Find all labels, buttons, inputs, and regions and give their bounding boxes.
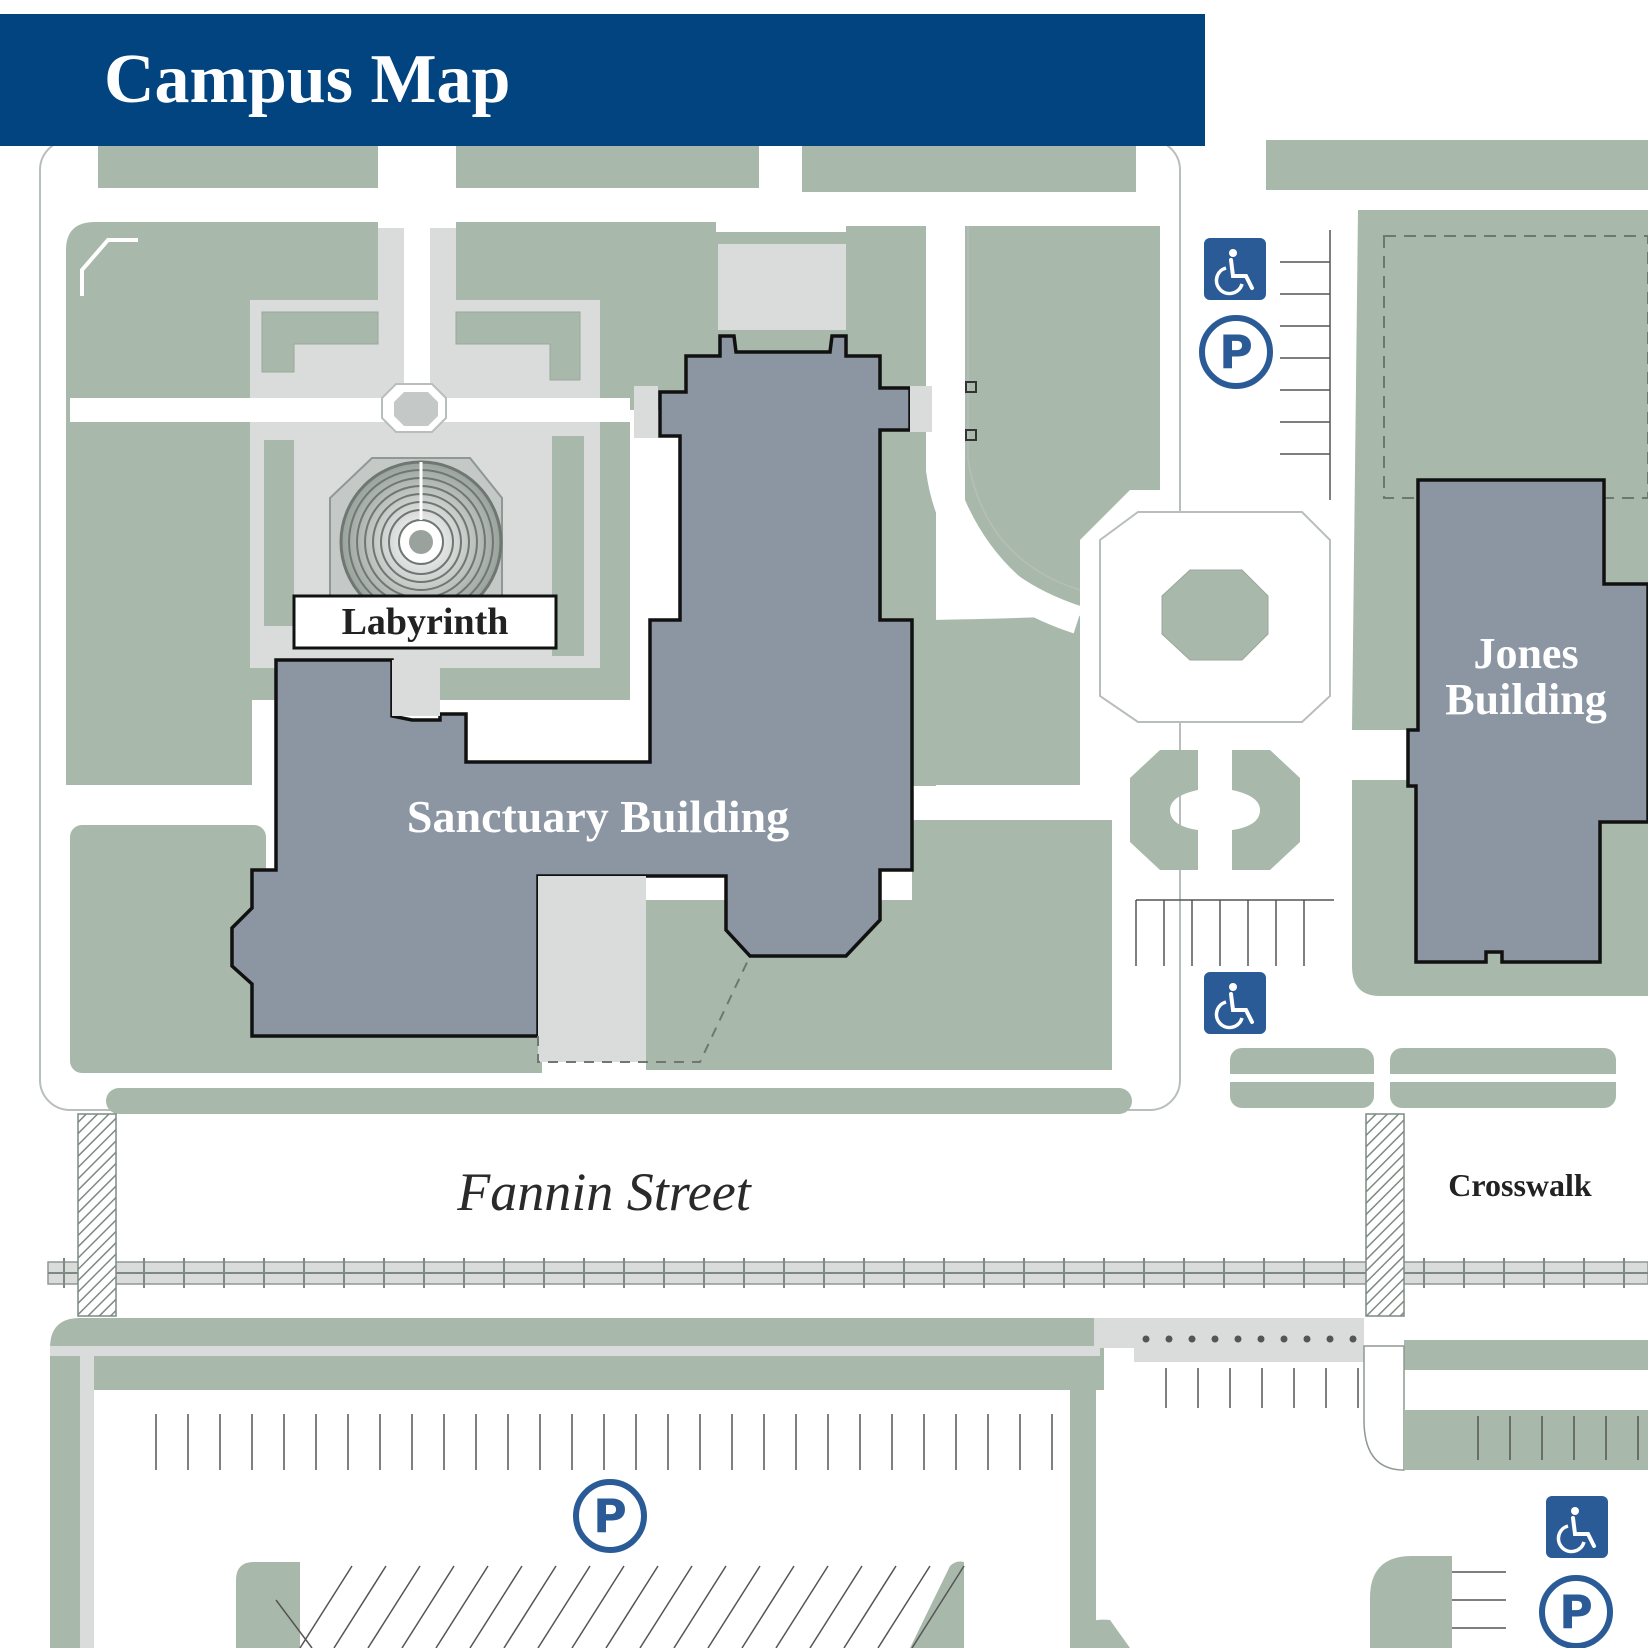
svg-text:P: P — [1559, 1585, 1593, 1639]
svg-text:P: P — [1219, 325, 1253, 379]
accessible-parking-icon — [1204, 238, 1266, 300]
street-name: Fannin Street — [456, 1162, 752, 1222]
map-signs: P P P — [573, 238, 1613, 1648]
parking-icon: P — [1539, 1575, 1613, 1648]
svg-text:Building: Building — [1445, 675, 1606, 724]
sanctuary-building: Sanctuary Building — [230, 244, 932, 1063]
svg-text:Labyrinth: Labyrinth — [342, 601, 509, 643]
labyrinth — [329, 457, 503, 627]
svg-text:P: P — [593, 1489, 627, 1543]
accessible-parking-icon — [1204, 972, 1266, 1034]
east-block: Jones Building — [1135, 140, 1648, 1108]
crosswalk-label: Crosswalk — [1448, 1167, 1592, 1203]
parking-icon: P — [1199, 315, 1273, 389]
accessible-parking-icon — [1546, 1496, 1608, 1558]
svg-text:Jones: Jones — [1473, 629, 1578, 678]
labyrinth-label: Labyrinth — [292, 594, 558, 650]
crosswalk-east — [1365, 1113, 1405, 1317]
rail-ties — [63, 1258, 1625, 1288]
fannin-street: Fannin Street Crosswalk — [0, 1113, 1648, 1318]
east-plaza — [1099, 511, 1331, 870]
header-banner: Campus Map — [0, 14, 1205, 146]
crosswalk-west — [77, 1113, 117, 1317]
page-title: Campus Map — [104, 41, 510, 118]
parking-icon: P — [573, 1479, 647, 1553]
svg-text:Sanctuary Building: Sanctuary Building — [407, 791, 789, 842]
header-bar — [0, 14, 1205, 146]
